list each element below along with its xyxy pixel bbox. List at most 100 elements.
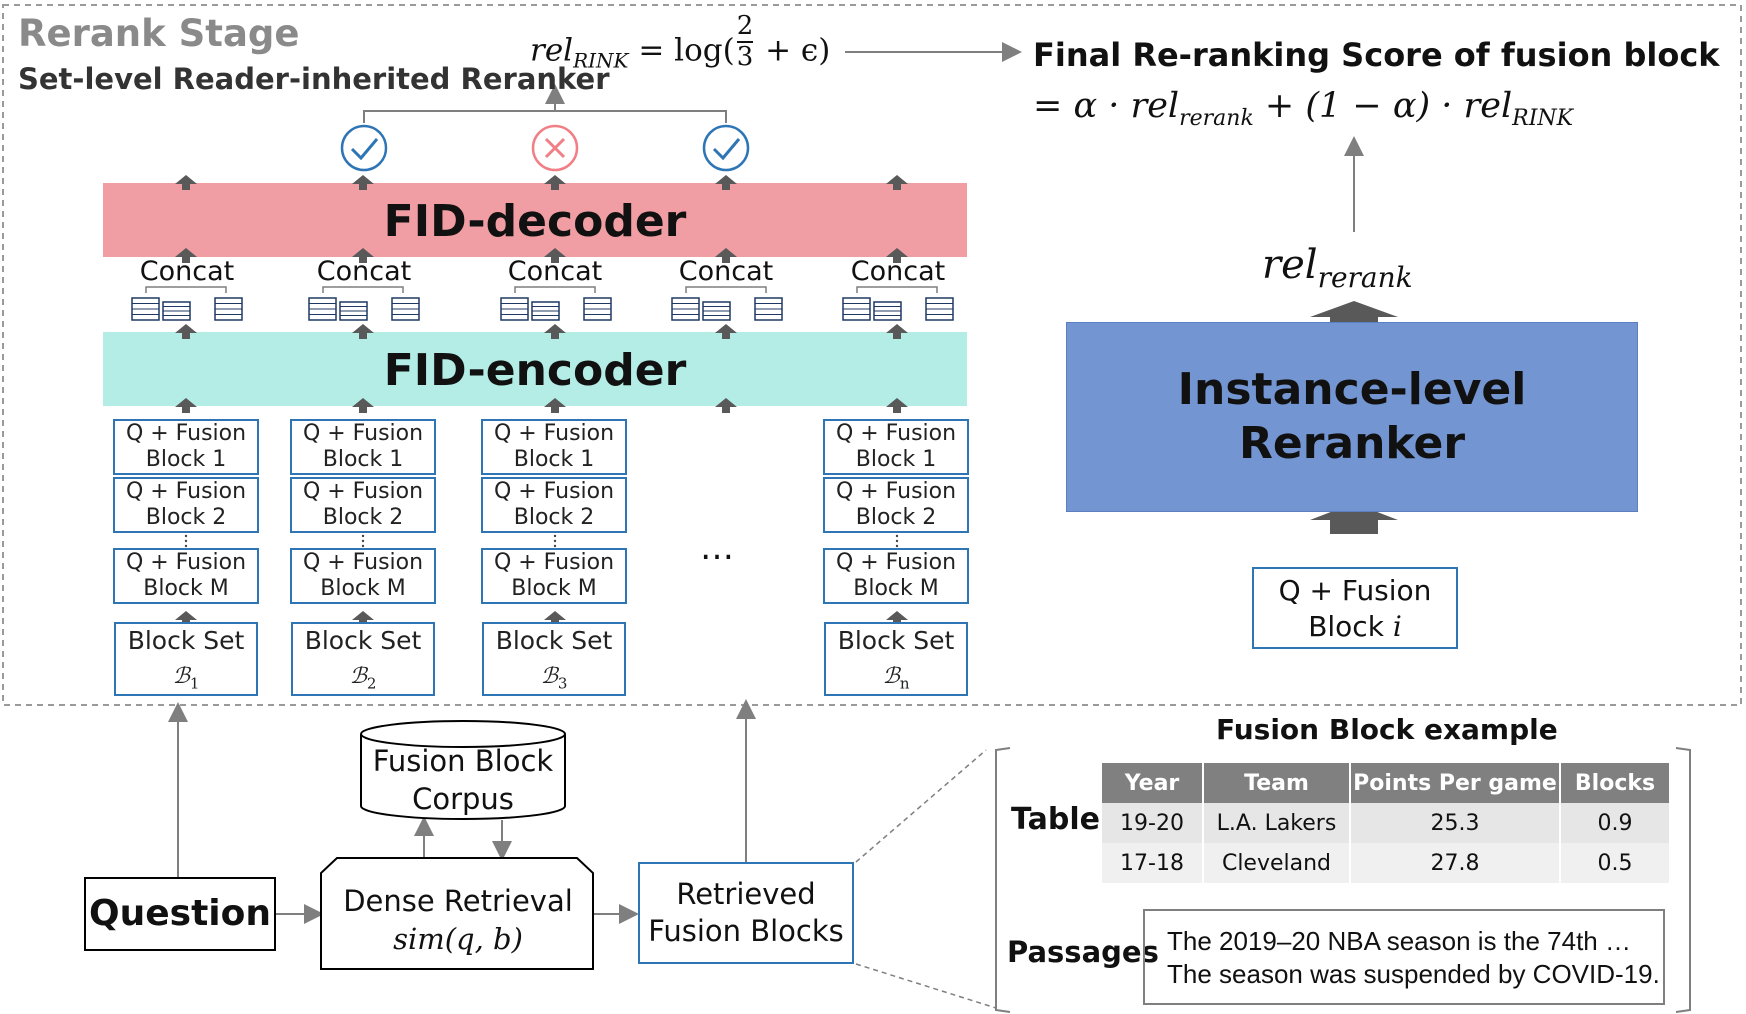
up-arrow [352, 324, 374, 339]
block-set-symbol: ℬ2 [350, 664, 377, 692]
retrieved-line: Fusion Blocks [648, 914, 844, 948]
passages-label: Passages [1007, 935, 1159, 969]
gap-dot [895, 534, 899, 538]
block-set-symbol: ℬ1 [172, 664, 200, 692]
fusion-example-title: Fusion Block example [1216, 713, 1558, 746]
gap-dot [361, 534, 365, 538]
rel-rerank-sub: rerank [1317, 261, 1413, 294]
block-line: Block M [143, 576, 229, 601]
block-line: Q + Fusion [835, 421, 957, 446]
dense-retrieval-box [320, 857, 594, 970]
block-line: Q + Fusion [302, 421, 424, 446]
up-arrow [544, 611, 566, 626]
rel-rerank-main: rel [1262, 242, 1318, 288]
corpus-line: Corpus [412, 782, 514, 816]
block-line: Q + Fusion [835, 479, 957, 504]
column-up-arrows [175, 175, 908, 626]
rink-formula-mid: = log( [628, 32, 735, 69]
set-symbol: ℬ [172, 664, 190, 689]
reject-icon [531, 124, 579, 172]
up-arrow [352, 611, 374, 626]
passage-line: The season was suspended by COVID-19. [1167, 959, 1660, 989]
block-set-symbol: ℬn [883, 664, 910, 693]
rink-formula-tail: + ϵ) [755, 32, 831, 69]
gap-dot [553, 534, 557, 538]
up-arrow [175, 248, 197, 263]
instance-input-up-arrow [1310, 503, 1398, 534]
gap-dot [184, 534, 188, 538]
gap-dot [895, 539, 899, 543]
accept-icon [702, 124, 750, 172]
block-set-label: Block Set [837, 626, 955, 655]
block-line: Block 1 [145, 447, 227, 472]
column-ellipsis: … [700, 528, 736, 568]
up-arrow [544, 398, 566, 413]
concat-bracket [322, 286, 404, 293]
table-label: Table [1011, 802, 1100, 837]
up-arrow [886, 248, 908, 263]
set-subscript: n [899, 674, 910, 693]
block-line: Q + Fusion [125, 550, 247, 575]
final-score-equation: = α · relrerank + (1 − α) · relRINK [1033, 86, 1573, 131]
table-row: 19-20 L.A. Lakers 25.3 0.9 [1102, 803, 1671, 843]
concat-bracket [514, 286, 596, 293]
table-cell: 0.5 [1560, 843, 1671, 883]
block-line: Q + Fusion [302, 479, 424, 504]
dense-formula: sim(q, b) [393, 922, 523, 956]
concat-bracket [145, 286, 227, 293]
concat-label: Concat [316, 256, 412, 287]
up-arrow [175, 175, 197, 190]
gap-dot [184, 544, 188, 548]
retrieved-line: Retrieved [676, 877, 816, 911]
block-line: Q + Fusion [493, 421, 615, 446]
stage-subtitle: Set-level Reader-inherited Reranker [18, 62, 610, 96]
decision-bracket [363, 110, 727, 123]
block-line: Q + Fusion [125, 479, 247, 504]
block-line: Q + Fusion [493, 550, 615, 575]
block-line: Block 1 [513, 447, 595, 472]
accept-icon [340, 124, 388, 172]
instance-reranker-line: Reranker [1238, 418, 1466, 469]
gap-dot [184, 539, 188, 543]
table-row: 17-18 Cleveland 27.8 0.5 [1102, 843, 1671, 883]
up-arrow [886, 611, 908, 626]
instance-reranker-line: Instance-level [1177, 364, 1527, 415]
up-arrow [715, 175, 737, 190]
block-line: Q + Fusion [125, 421, 247, 446]
concat-bracket [685, 286, 767, 293]
up-arrow [175, 611, 197, 626]
block-line: Block 2 [513, 505, 595, 530]
corpus-cylinder [360, 720, 566, 820]
table-cell: 17-18 [1102, 843, 1204, 883]
up-arrow [715, 324, 737, 339]
final-score-title: Final Re-ranking Score of fusion block [1033, 36, 1720, 74]
table-cell: 0.9 [1560, 803, 1671, 843]
rink-frac-num: 2 [736, 11, 754, 43]
up-arrow [175, 324, 197, 339]
block-line: Block 1 [322, 447, 404, 472]
rerank-stage-frame [2, 4, 1742, 706]
block-line: Block M [511, 576, 597, 601]
set-subscript: 3 [557, 674, 568, 693]
rink-formula-lhs: rel [530, 32, 574, 69]
fid-encoder-band [103, 332, 967, 406]
example-table: Year Team Points Per game Blocks 19-20 L… [1102, 763, 1671, 883]
